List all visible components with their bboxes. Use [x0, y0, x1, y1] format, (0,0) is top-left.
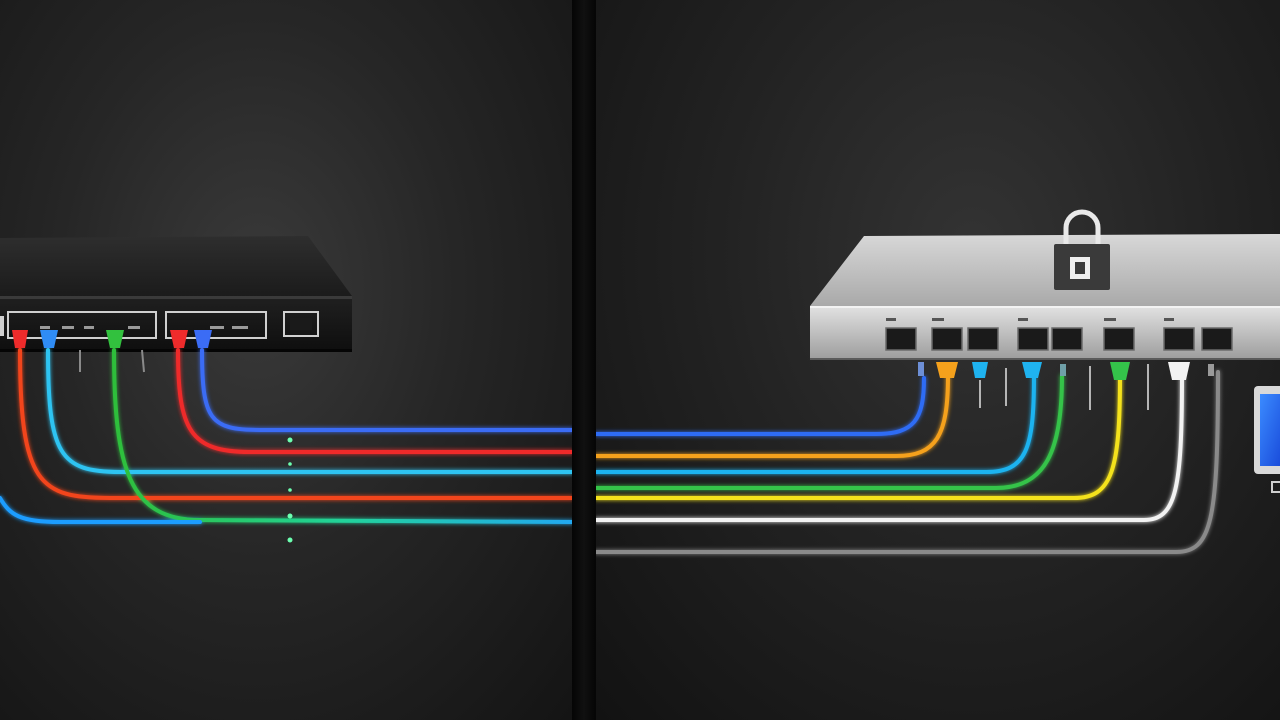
right-cable-orange	[596, 374, 950, 458]
lock-icon	[1054, 209, 1110, 290]
left-cables	[0, 348, 572, 558]
center-divider	[572, 0, 596, 720]
left-cable-green	[112, 348, 572, 524]
left-loose-wires	[79, 349, 145, 373]
right-cable-cyan	[596, 374, 1036, 474]
tablet-device	[1254, 386, 1280, 493]
right-switch	[810, 234, 1280, 360]
left-panel	[0, 0, 572, 720]
right-cable-blue	[596, 376, 926, 436]
right-connectors	[918, 362, 1214, 380]
left-cable-red-upper	[176, 348, 572, 454]
right-panel	[596, 0, 1280, 720]
right-cable-green	[596, 374, 1064, 490]
left-dotted-marker	[287, 437, 293, 543]
left-scene-svg	[0, 236, 572, 558]
left-cable-red-lower	[18, 348, 572, 500]
left-cable-blue-mid	[0, 496, 202, 524]
left-cable-cyan	[46, 348, 572, 474]
left-connectors	[12, 330, 212, 348]
right-cables	[596, 370, 1220, 554]
right-cable-gray	[596, 370, 1220, 554]
right-cable-yellow	[596, 374, 1122, 500]
right-cable-white	[596, 374, 1184, 522]
left-cable-blue-top	[200, 348, 572, 432]
right-scene-svg	[596, 209, 1280, 554]
right-loose-wires	[979, 364, 1149, 410]
